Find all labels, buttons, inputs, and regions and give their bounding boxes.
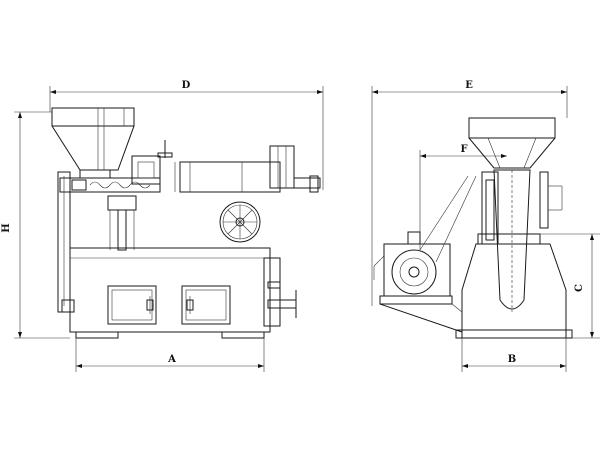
dimension-f-label: F xyxy=(460,144,467,155)
dimension-h-label: H xyxy=(1,223,12,232)
side-column xyxy=(477,169,563,312)
side-base xyxy=(455,243,573,339)
frame-column xyxy=(57,171,75,313)
side-hopper xyxy=(468,117,556,169)
dimension-d: D xyxy=(49,80,324,190)
press-barrel xyxy=(59,140,321,193)
machine-base xyxy=(69,247,297,339)
dimension-b: B xyxy=(461,338,567,372)
dimension-h: H xyxy=(1,111,70,339)
dimension-b-label: B xyxy=(508,354,516,365)
side-view: E F xyxy=(371,80,600,372)
drive-shaft xyxy=(107,195,137,251)
dimension-a: A xyxy=(75,338,265,372)
dimension-c: C xyxy=(540,233,600,339)
hand-wheel[interactable] xyxy=(219,201,261,243)
dimension-c-label: C xyxy=(574,284,585,292)
access-door-right[interactable] xyxy=(181,285,231,325)
access-door-left[interactable] xyxy=(107,285,157,325)
dimension-d-label: D xyxy=(182,80,191,91)
dimension-a-label: A xyxy=(167,354,176,365)
dimension-e: E xyxy=(371,80,568,306)
front-view: D H xyxy=(1,80,324,372)
dimension-e-label: E xyxy=(465,80,473,91)
electric-motor xyxy=(373,231,463,333)
feed-hopper xyxy=(51,107,135,179)
drive-belt xyxy=(419,175,477,263)
